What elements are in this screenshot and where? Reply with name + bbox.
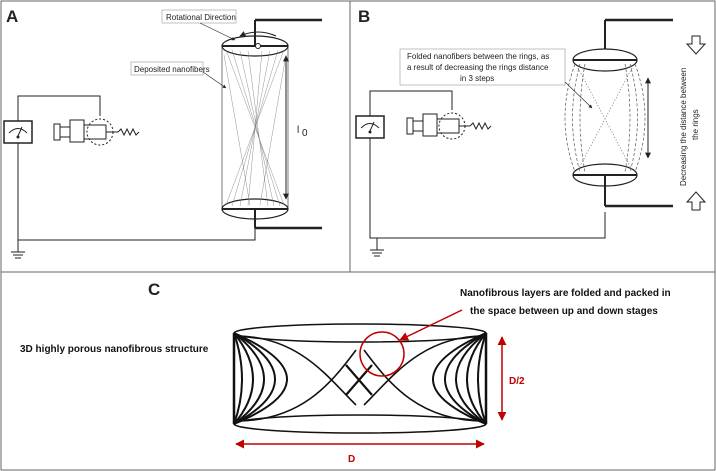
length-label: l	[297, 125, 299, 136]
voltage-meter-icon	[355, 115, 385, 139]
label-right-1: Nanofibrous layers are folded and packed…	[460, 288, 671, 299]
panel-a: A	[3, 7, 322, 259]
vertical-label-1: Decreasing the distance between	[679, 68, 688, 186]
panel-c-frame	[0, 271, 716, 471]
circuit-wire	[17, 95, 101, 121]
callout-folded-2: a result of decreasing the rings distanc…	[407, 63, 549, 72]
circuit-wire-ground	[369, 138, 606, 239]
highlight-arrow	[399, 309, 463, 341]
panel-c: C 3D highly porous nanofibrous structure…	[20, 280, 671, 465]
circuit-wire	[369, 90, 453, 116]
panel-a-letter: A	[6, 7, 18, 26]
ground-icon	[11, 240, 25, 259]
up-arrow-icon	[685, 191, 707, 211]
panel-b-frame	[349, 0, 716, 273]
circuit-wire-ground	[17, 143, 256, 241]
ground-icon	[370, 238, 384, 257]
callout-rotation: Rotational Direction	[166, 13, 236, 22]
callout-rotation-leader	[199, 22, 236, 41]
label-right-2: the space between up and down stages	[470, 306, 658, 317]
callout-folded-box	[399, 48, 566, 86]
vertical-label-2: the rings	[691, 109, 700, 140]
syringe-pump-icon	[53, 118, 140, 146]
deposited-nanofibers	[223, 49, 287, 207]
label-left: 3D highly porous nanofibrous structure	[20, 344, 209, 355]
callout-folded-3: in 3 steps	[460, 74, 494, 83]
callout-deposited-leader	[202, 71, 227, 89]
collector-rings-b	[572, 18, 673, 208]
callout-folded-leader	[564, 81, 593, 109]
nanofibrous-structure	[232, 323, 488, 434]
folded-nanofibers-b	[564, 63, 646, 173]
rotation-arrow-icon	[239, 31, 277, 37]
down-arrow-icon	[685, 35, 707, 55]
panel-a-frame	[0, 0, 351, 273]
length-subscript: 0	[302, 128, 308, 139]
callout-folded-1: Folded nanofibers between the rings, as	[407, 52, 549, 61]
callout-deposited: Deposited nanofibers	[134, 65, 210, 74]
panel-b: B	[355, 7, 707, 257]
dim-width-label: D	[348, 454, 355, 465]
highlight-circle	[359, 331, 405, 377]
syringe-pump-icon	[406, 112, 492, 140]
panel-b-letter: B	[358, 7, 370, 26]
panel-c-letter: C	[148, 280, 160, 299]
voltage-meter-icon	[3, 120, 33, 144]
dim-height-label: D/2	[509, 376, 525, 387]
callout-rotation-box	[161, 9, 237, 24]
callout-deposited-box	[130, 61, 204, 76]
